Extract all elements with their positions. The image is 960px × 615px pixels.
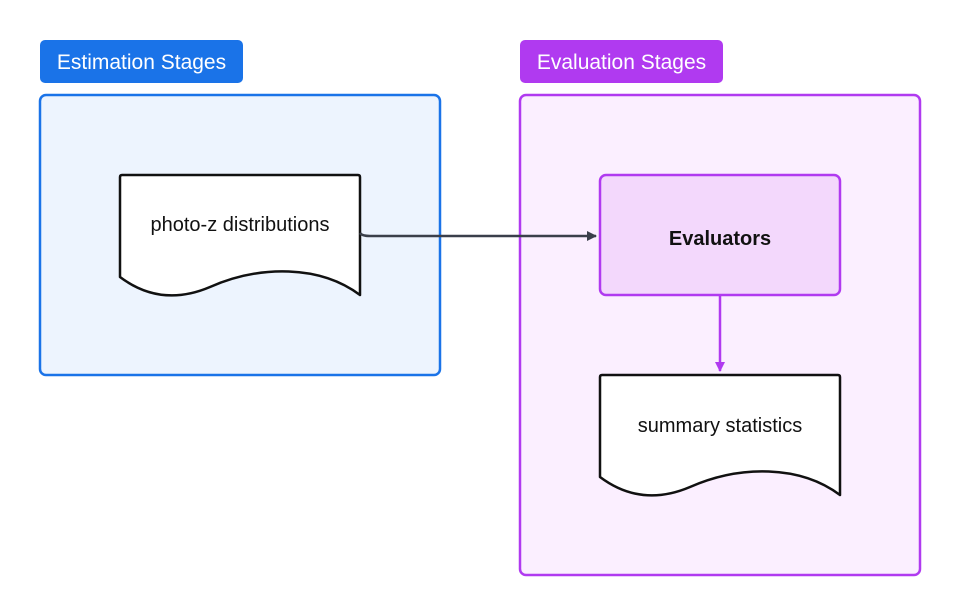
evaluation-stages-badge-bg (520, 40, 723, 83)
evaluators-node[interactable]: Evaluators (598, 173, 842, 297)
summary-statistics-node[interactable]: summary statistics (598, 373, 842, 497)
photo-z-distributions-label: photo-z distributions (151, 214, 330, 236)
edge-photoz-to-evaluators (358, 231, 597, 241)
evaluation-stages-badge: Evaluation Stages (520, 40, 723, 83)
photo-z-distributions-shape (118, 173, 362, 297)
estimation-stages-label: Estimation Stages (57, 51, 226, 74)
estimation-stages-badge-bg (40, 40, 243, 83)
summary-statistics-shape (598, 373, 842, 497)
summary-statistics-label: summary statistics (638, 415, 802, 437)
estimation-stages-group: Estimation Stages photo-z distributions (38, 40, 442, 377)
evaluation-stages-group: Evaluation Stages Evaluators summary sta… (518, 40, 922, 577)
evaluators-label: Evaluators (669, 228, 771, 250)
evaluation-stages-label: Evaluation Stages (537, 51, 706, 74)
estimation-stages-badge: Estimation Stages (40, 40, 243, 83)
photo-z-distributions-node[interactable]: photo-z distributions (118, 173, 362, 297)
